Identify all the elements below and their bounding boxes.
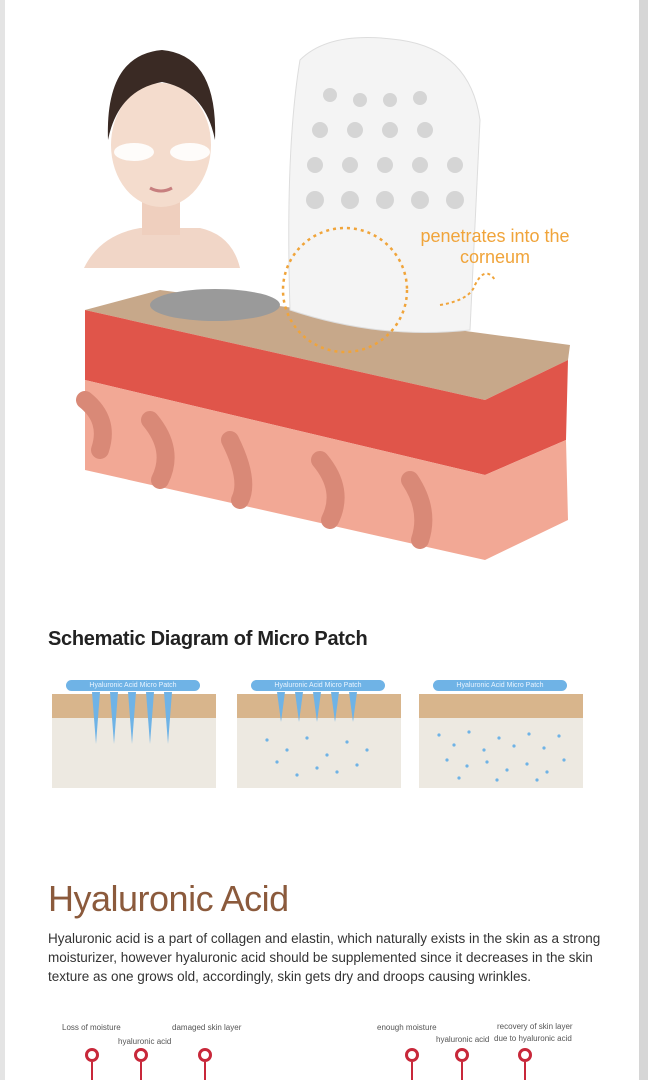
- label-hyaluronic-acid-right: hyaluronic acid: [436, 1035, 490, 1044]
- label-damaged-skin-layer: damaged skin layer: [172, 1023, 242, 1032]
- label-recovery-2: due to hyaluronic acid: [494, 1034, 572, 1043]
- label-enough-moisture: enough moisture: [377, 1023, 437, 1032]
- micro-patch: [150, 37, 481, 333]
- pin-marker: [455, 1048, 469, 1062]
- woman-face-image: [84, 45, 240, 269]
- pin-marker: [198, 1048, 212, 1062]
- label-recovery: recovery of skin layer: [497, 1022, 573, 1031]
- section-body: Hyaluronic acid is a part of collagen an…: [48, 931, 601, 984]
- callout-text: penetrates into the corneum: [420, 226, 570, 267]
- patch-label: Hyaluronic Acid Micro Patch: [66, 680, 200, 691]
- pin-marker: [134, 1048, 148, 1062]
- focus-circle: [281, 226, 409, 354]
- arrow-icon: [439, 272, 496, 306]
- label-loss-of-moisture: Loss of moisture: [62, 1023, 121, 1032]
- label-hyaluronic-acid: hyaluronic acid: [118, 1037, 172, 1046]
- patch-label: Hyaluronic Acid Micro Patch: [433, 680, 567, 691]
- pin-marker: [518, 1048, 532, 1062]
- schematic-panel-3: Hyaluronic Acid Micro Patch: [419, 680, 583, 788]
- pin-marker: [85, 1048, 99, 1062]
- schematic-panel-2: Hyaluronic Acid Micro Patch: [237, 680, 401, 788]
- schematic-panel-1: Hyaluronic Acid Micro Patch: [52, 680, 216, 788]
- section-heading: Hyaluronic Acid: [48, 878, 289, 919]
- micro-patch-illustration: [76, 37, 570, 560]
- skin-block: [76, 290, 570, 560]
- patch-label: Hyaluronic Acid Micro Patch: [251, 680, 385, 691]
- page-edge-left: [0, 0, 5, 1080]
- schematic-title: Schematic Diagram of Micro Patch: [48, 628, 368, 650]
- page-edge-right: [639, 0, 648, 1080]
- pin-marker: [405, 1048, 419, 1062]
